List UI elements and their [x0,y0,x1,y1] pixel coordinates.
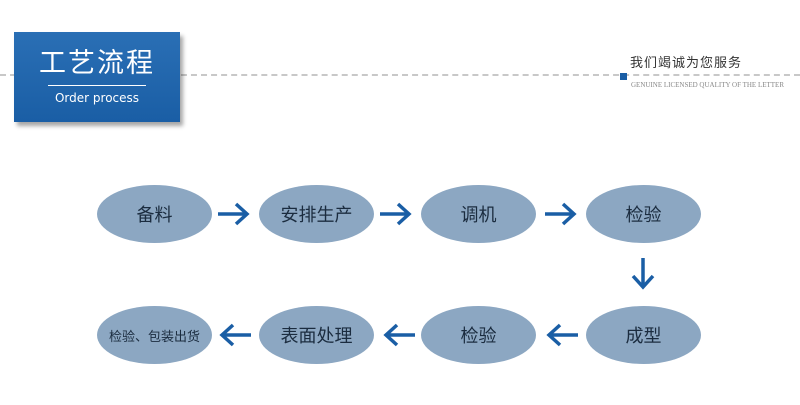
section-title-box: 工艺流程 Order process [14,32,180,122]
slogan-english: GENUINE LICENSED QUALITY OF THE LETTER [631,81,785,89]
arrow-left-icon [383,323,415,347]
flow-step-inspect-pack-ship: 检验、包装出货 [97,306,212,364]
flow-step-arrange-production: 安排生产 [259,185,374,243]
flow-step-surface-treatment: 表面处理 [259,306,374,364]
step-label: 调机 [460,205,497,226]
slogan-bullet-icon [620,73,627,80]
arrow-down-icon [631,258,655,290]
step-label: 安排生产 [280,205,353,226]
header-divider [0,74,800,76]
step-label: 检验、包装出货 [108,329,200,345]
arrow-right-icon [545,202,577,226]
flow-step-inspection-1: 检验 [586,185,701,243]
arrow-right-icon [380,202,412,226]
step-label: 备料 [136,205,173,226]
arrow-right-icon [218,202,250,226]
section-subtitle: Order process [54,91,140,105]
flow-step-forming: 成型 [586,306,701,364]
flow-step-inspection-2: 检验 [421,306,536,364]
arrow-left-icon [219,323,251,347]
step-label: 检验 [625,205,662,226]
flow-step-machine-adjust: 调机 [421,185,536,243]
step-label: 表面处理 [280,326,353,347]
step-label: 检验 [460,326,497,347]
title-underline [48,85,146,86]
flow-step-prepare-materials: 备料 [97,185,212,243]
slogan-chinese: 我们竭诚为您服务 [630,56,743,71]
section-title: 工艺流程 [39,48,155,79]
arrow-left-icon [546,323,578,347]
step-label: 成型 [625,326,662,347]
